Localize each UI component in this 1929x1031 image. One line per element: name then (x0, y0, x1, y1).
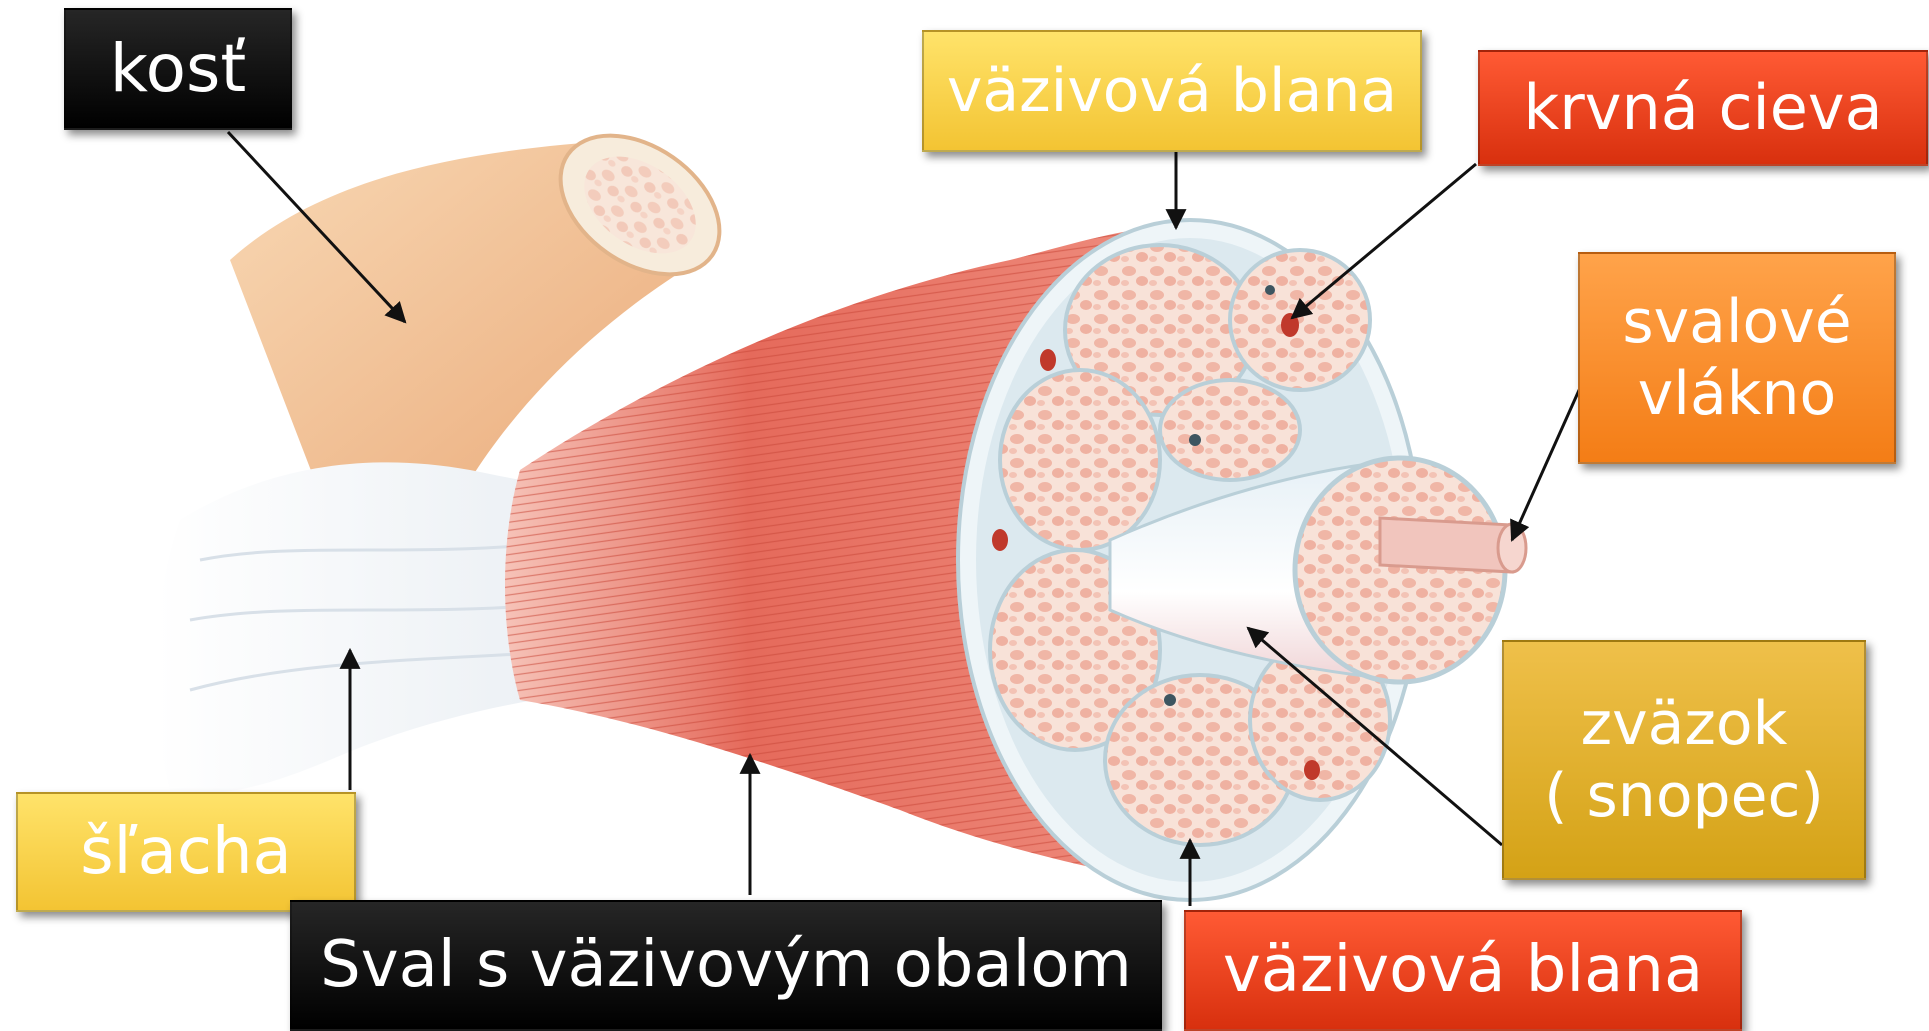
label-vazivova-blana-top: väzivová blana (922, 30, 1422, 152)
label-krvna-cieva: krvná cieva (1478, 50, 1928, 166)
label-zvazok: zväzok ( snopec) (1502, 640, 1866, 880)
label-slacha: šľacha (16, 792, 356, 912)
muscle-fiber (1380, 518, 1526, 572)
label-sval: Sval s väzivovým obalom (290, 900, 1162, 1031)
label-kost: kosť (64, 8, 292, 130)
label-vazivova-blana-bottom: väzivová blana (1184, 910, 1742, 1031)
label-svalove-vlakno: svalové vlákno (1578, 252, 1896, 464)
